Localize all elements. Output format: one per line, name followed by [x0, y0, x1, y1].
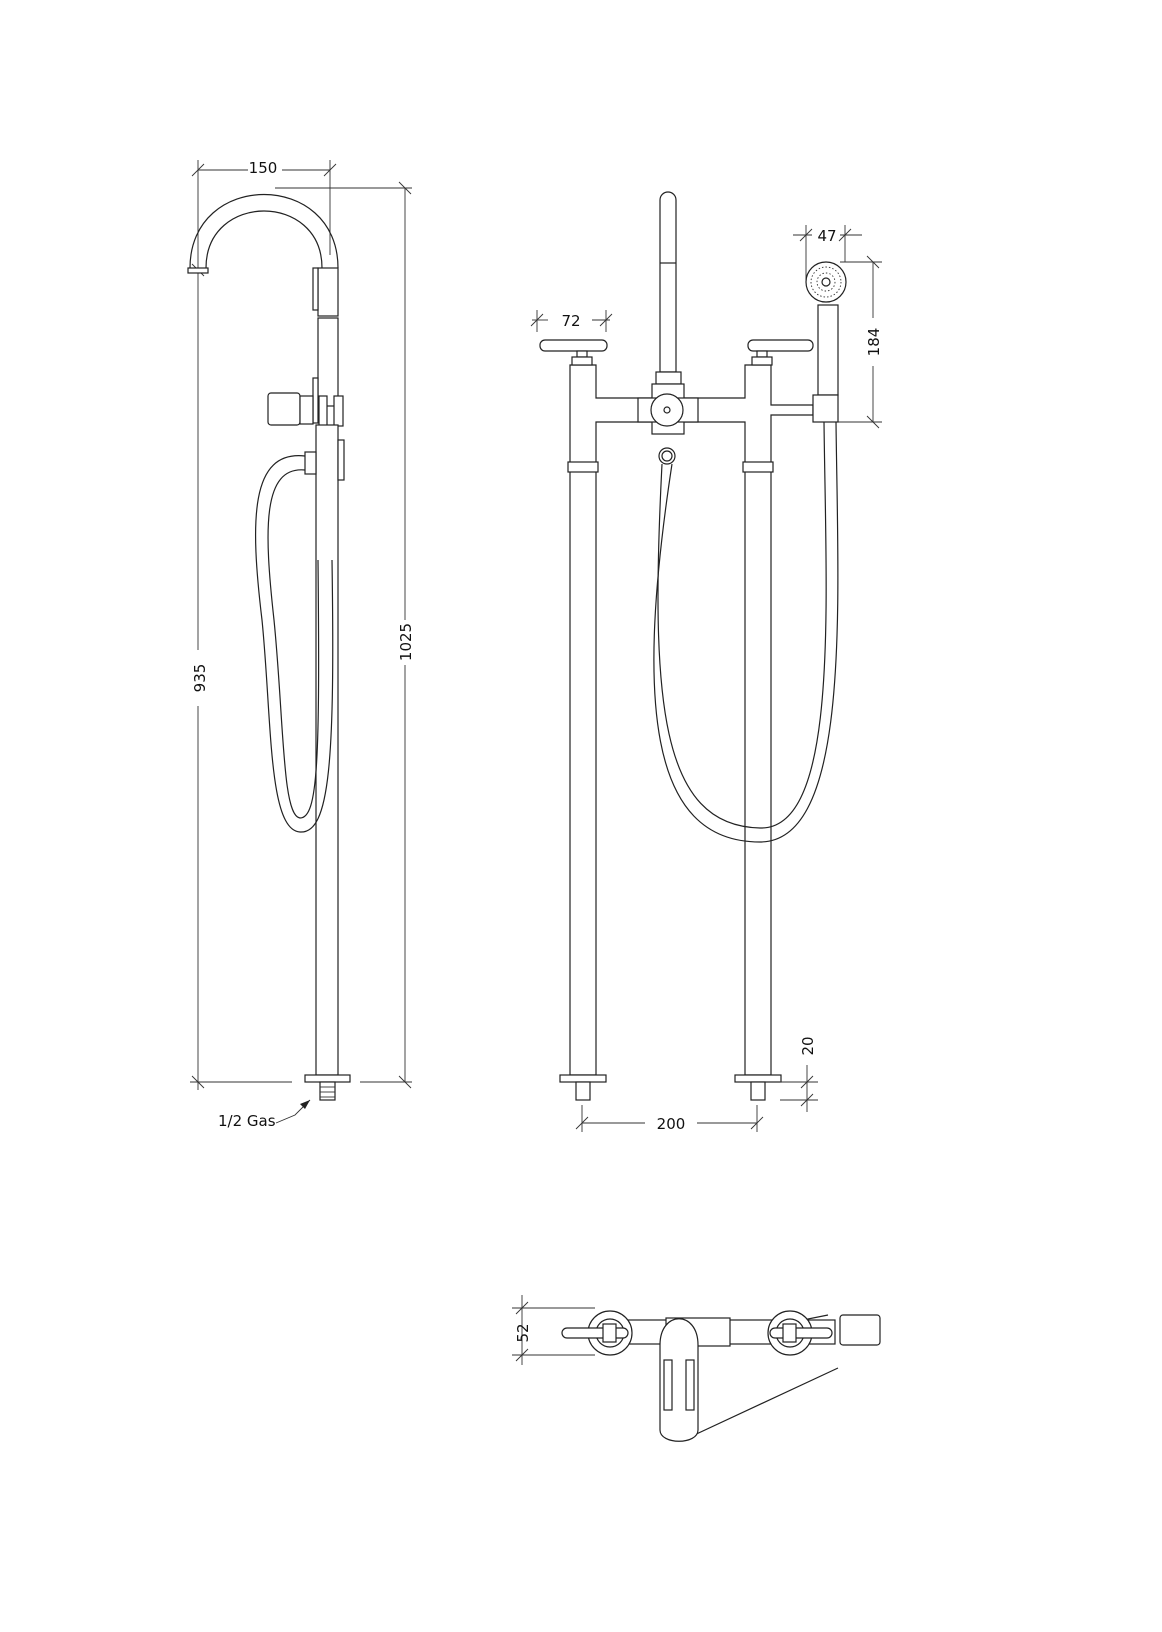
dimension-label: 935	[191, 664, 209, 693]
spout-collar	[317, 267, 339, 317]
side-view: 150 1025 935	[187, 159, 415, 1130]
dimension-label: 20	[799, 1036, 817, 1055]
dimension-label: 150	[249, 159, 278, 177]
dimension-label: 52	[514, 1323, 532, 1342]
spout-inner	[205, 210, 323, 269]
top-shower-holder	[839, 1314, 881, 1346]
shower-head	[805, 261, 847, 303]
dimension-150: 150	[191, 159, 337, 1090]
top-view: 52	[512, 1295, 881, 1442]
legs-and-crossbar	[569, 364, 814, 1076]
dimension-52: 52	[512, 1295, 595, 1365]
dimension-200: 200	[575, 1105, 764, 1133]
dimension-label: 1025	[397, 623, 415, 661]
dimension-935: 935	[190, 263, 412, 1089]
leg-collar-left	[567, 461, 599, 473]
front-spout	[659, 191, 677, 373]
handle-left	[539, 339, 608, 366]
shower-hose	[254, 455, 334, 833]
diverter-knob-front	[650, 393, 684, 427]
shower-holder	[812, 394, 839, 423]
handle-right	[747, 339, 814, 366]
dimension-label: 47	[817, 227, 836, 245]
shower-handle-side	[317, 317, 339, 407]
shower-handle	[817, 304, 839, 396]
spout-nut	[655, 371, 682, 385]
dimension-label: 184	[865, 328, 883, 357]
front-view: 72 47 184	[530, 191, 883, 1133]
spout-outer	[189, 194, 339, 269]
threaded-connection	[319, 1081, 336, 1101]
dimension-label: 72	[561, 312, 580, 330]
connection-label: 1/2 Gas	[218, 1112, 276, 1130]
dimension-47: 47	[793, 225, 862, 282]
diverter-knob	[267, 392, 301, 426]
dimension-184: 184	[838, 255, 883, 429]
hose-connector	[658, 447, 676, 465]
dimension-1025: 1025	[275, 181, 415, 1089]
dimension-72: 72	[530, 310, 613, 332]
leg-collar-right	[742, 461, 774, 473]
dimension-label: 200	[657, 1115, 686, 1133]
dimension-20: 20	[780, 1036, 818, 1112]
front-hose	[657, 421, 827, 829]
riser-pipe	[315, 424, 339, 1076]
base-flange	[304, 1074, 351, 1083]
